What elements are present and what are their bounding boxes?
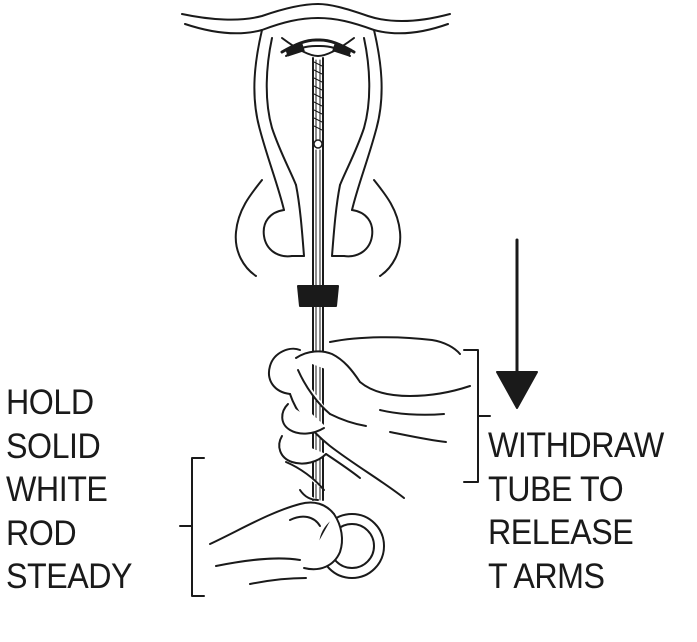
upper-hand [269, 337, 470, 498]
instruction-line: RELEASE [488, 511, 664, 555]
instruction-line: TUBE TO [488, 468, 664, 512]
instruction-line: STEADY [6, 555, 132, 599]
withdraw-tube-instruction: WITHDRAW TUBE TO RELEASE T ARMS [488, 424, 664, 598]
instruction-line: WITHDRAW [488, 424, 664, 468]
instruction-line: ROD [6, 512, 132, 556]
iud-t-arms [282, 40, 354, 57]
instruction-line: SOLID [6, 425, 132, 469]
instruction-line: HOLD [6, 381, 132, 425]
instruction-line: T ARMS [488, 555, 664, 599]
right-bracket [464, 350, 490, 482]
left-bracket [180, 458, 204, 596]
hold-rod-instruction: HOLD SOLID WHITE ROD STEADY [6, 381, 132, 599]
depth-flange [298, 286, 338, 306]
down-arrow-icon [497, 240, 537, 408]
lower-hand [210, 462, 384, 584]
instruction-line: WHITE [6, 468, 132, 512]
